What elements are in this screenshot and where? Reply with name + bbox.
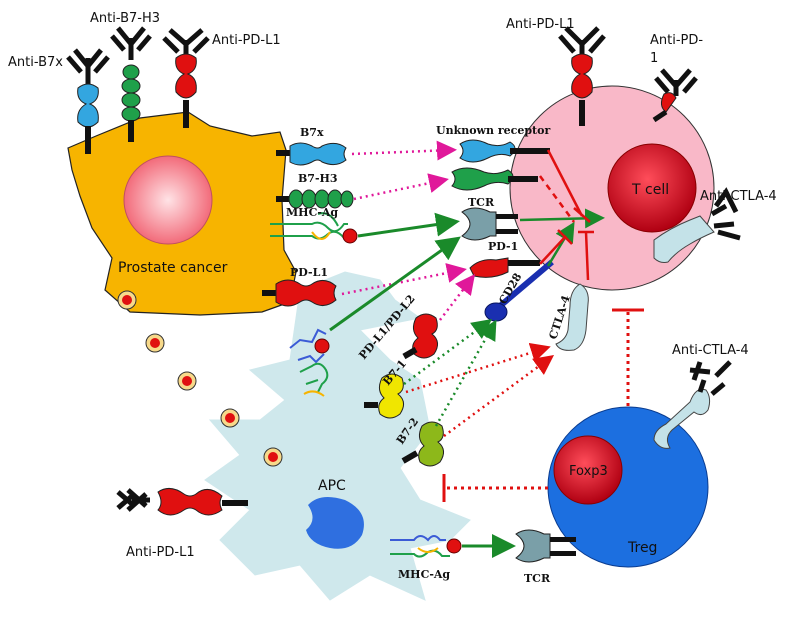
anti-pd1-label-line1: Anti-PD-: [650, 33, 703, 48]
mhc-tcr-top-arrow: [357, 212, 460, 238]
b7x-binding-arrow: [351, 140, 457, 161]
anti-pdl1-top-left-antibody: [162, 28, 210, 128]
t-cell-label: T cell: [631, 182, 669, 198]
b72-cd28-arrow: [434, 319, 497, 427]
b7x-ligand: [276, 142, 347, 166]
tcr-top-label: TCR: [468, 196, 495, 209]
anti-b7h3-antibody: [110, 26, 152, 142]
treg-label: Treg: [627, 540, 657, 556]
exosome: [117, 290, 137, 310]
pdl2-binding-arrow: [439, 274, 476, 321]
apc-label: APC: [318, 478, 346, 494]
b72-ctla4-arrow: [443, 355, 555, 438]
foxp3-nucleus: [553, 435, 623, 505]
ctla4-receptor: [555, 283, 589, 351]
anti-pd1-label-line2: 1: [650, 51, 658, 66]
inhibition-marks: [538, 149, 594, 281]
b72-ligand: [401, 421, 444, 467]
anti-pdl1-bottom-label: Anti-PD-L1: [126, 545, 195, 560]
foxp3-label: Foxp3: [569, 464, 608, 479]
prostate-nucleus: [123, 155, 213, 245]
anti-pdl1-bottom-antibody: [116, 488, 248, 516]
unknown-receptor-blue: [459, 139, 550, 163]
b7x-label: B7x: [300, 126, 324, 139]
apc-nucleus: [306, 496, 364, 549]
tcr-bottom-label: TCR: [524, 572, 551, 585]
mhc-ag-bottom-label: MHC-Ag: [398, 568, 450, 581]
released-vesicles: [145, 333, 283, 467]
tcr-bottom: [515, 529, 576, 563]
anti-pdl1-top-right-label: Anti-PD-L1: [506, 17, 575, 32]
cd28-receptor: [484, 259, 554, 322]
anti-b7x-label: Anti-B7x: [8, 55, 63, 70]
anti-pdl1-top-left-label: Anti-PD-L1: [212, 33, 281, 48]
b71-ligand: [364, 373, 404, 419]
pd1-label: PD-1: [488, 240, 518, 253]
pdl1-label: PD-L1: [290, 266, 328, 279]
pdl1-binding-arrow: [341, 263, 467, 296]
apc-mhc-tcr-arrow: [329, 236, 461, 332]
pdl1-pdl2-ligand: [402, 313, 438, 360]
prostate-cancer-label: Prostate cancer: [118, 260, 228, 276]
b71-ctla4-arrow: [405, 342, 551, 394]
anti-ctla4-treg-antibody: [653, 360, 732, 449]
anti-b7x-antibody: [66, 48, 110, 154]
unknown-receptor-green: [451, 167, 538, 191]
anti-ctla4-right-label: Anti-CTLA-4: [700, 189, 777, 204]
unknown-receptor-label: Unknown receptor: [436, 124, 550, 137]
anti-ctla4-treg-label: Anti-CTLA-4: [672, 343, 749, 358]
b7h3-binding-arrow: [353, 173, 449, 201]
pdl1-ligand: [262, 279, 337, 307]
b7h3-ligand: [276, 189, 354, 209]
mhc-ag-top-label: MHC-Ag: [286, 206, 338, 219]
cd28-signal-arrow: [546, 221, 575, 267]
t-cell-nucleus: [607, 143, 697, 233]
anti-pdl1-top-right-antibody: [558, 26, 606, 126]
anti-ctla4-right-antibody: [653, 187, 741, 263]
b7h3-label: B7-H3: [298, 172, 338, 185]
pd1-receptor: [469, 257, 540, 278]
anti-pd1-antibody: [652, 68, 698, 123]
anti-b7h3-label: Anti-B7-H3: [90, 11, 160, 26]
mhc-ag-apc: [289, 328, 330, 397]
mhc-ag-bottom: [390, 535, 462, 558]
mhc-ag-top: [270, 212, 358, 244]
tcr-top: [461, 207, 518, 241]
